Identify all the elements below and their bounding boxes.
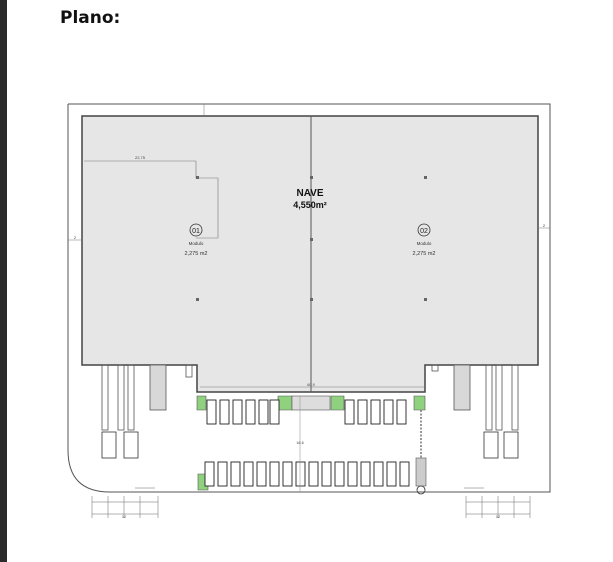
dock-ramps-right: [431, 364, 519, 431]
building-area: 4,550m²: [293, 200, 327, 210]
dock-ramps-left: [101, 364, 193, 431]
access-gate-icon: [416, 485, 426, 495]
parking-upper-left: [206, 399, 280, 425]
dimension-left-label: 2: [74, 235, 77, 240]
site-boundary: [67, 103, 551, 493]
dimension-bottom-left-label: 12: [122, 515, 126, 519]
page-heading: Plano:: [60, 8, 121, 28]
left-edge-bar: [0, 0, 7, 562]
module-01-label: Modulo: [189, 241, 204, 246]
central-stairs: [291, 395, 331, 411]
parking-upper-right: [344, 399, 407, 425]
building-name: NAVE: [296, 188, 323, 199]
dimension-top-label: 22,75: [135, 155, 146, 160]
module-02-number: 02: [420, 228, 428, 235]
module-01-area: 2,275 m2: [185, 251, 208, 257]
module-02-marker: [417, 223, 431, 237]
module-02-label: Modulo: [417, 241, 432, 246]
module-01-number: 01: [192, 228, 200, 235]
structural-columns: [196, 176, 427, 301]
module-02-area: 2,275 m2: [413, 251, 436, 257]
dimension-center-label: 18,6: [296, 441, 303, 445]
parking-lower: [204, 461, 410, 487]
truck-icons: [101, 431, 519, 459]
dimension-chain-right: [464, 487, 531, 518]
dimension-chain-left: [91, 487, 159, 518]
dimension-bottom-right-label: 12: [496, 515, 500, 519]
dimension-right-label: 2: [543, 223, 546, 228]
module-01-marker: [189, 223, 203, 237]
dimension-gap-label: 60,9: [307, 383, 314, 387]
building-outline: [81, 115, 539, 393]
